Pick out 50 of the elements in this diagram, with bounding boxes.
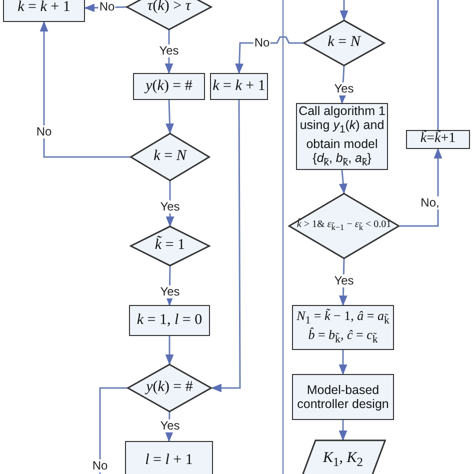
arrow (340, 0, 348, 22)
arrow (400, 148, 442, 227)
process-box (129, 305, 210, 336)
node-text: y(k) = # (146, 78, 192, 96)
node-text: k = 1, l = 0 (136, 312, 202, 330)
edge-label: Yes (159, 419, 181, 433)
arrow (166, 100, 174, 134)
node-text: Model-based controller design (296, 382, 390, 412)
connector-line (437, 0, 439, 130)
node-text: b̂ = b$_{k̃}$, ĉ = c$_{k̃}$ (308, 328, 378, 346)
process-box (292, 305, 394, 350)
edge-label: No, (420, 196, 440, 210)
arrow (338, 350, 348, 376)
process-box (3, 0, 85, 22)
arrow (165, 336, 174, 366)
node-text: k̃ > 1& ε$_{k̃−1}$ − ε$_{k̃}$ < 0.01 (296, 219, 392, 233)
arrow (339, 170, 348, 194)
edge-label: Yes (159, 200, 181, 214)
node-text: Call algorithm 1 using y$_{1}$(k) and obtain model {d$_{k̃}$, b$_{k̃}$, a$_{k̃}$} (298, 104, 386, 170)
node-text: k̃ = 1 (154, 237, 186, 255)
arrow (338, 420, 348, 442)
process-box (292, 374, 394, 420)
node-text: τ(k) > τ (147, 0, 191, 16)
arrow (210, 100, 241, 392)
process-box (210, 73, 268, 100)
arrow (235, 36, 303, 74)
arrow (166, 181, 174, 228)
edge-label: No (253, 36, 271, 50)
edge-label: Yes (333, 274, 355, 288)
edge-label: No (35, 125, 53, 139)
arrow (164, 30, 174, 74)
process-box (125, 441, 213, 474)
edge-label: No (91, 459, 109, 473)
process-box (133, 73, 205, 100)
node-text: k = N (154, 148, 186, 166)
edge-label: Yes (333, 82, 355, 96)
arrow (40, 20, 130, 158)
node-text: y(k) = # (146, 379, 193, 397)
edge-label: Yes (158, 44, 180, 58)
process-box (406, 130, 470, 149)
edge-label: No (98, 0, 116, 14)
node-text: l = l + 1 (145, 452, 193, 470)
node-text: N$_{1}$ = k̃ − 1, â = a$_{k̃}$ (296, 309, 390, 328)
node-text: k = k + 1 (18, 0, 70, 17)
node-text: k = k + 1 (212, 78, 266, 96)
node-text: k = N (328, 34, 360, 52)
node-text: K$_{1}$, K$_{2}$ (322, 450, 364, 470)
edge-label: Yes (159, 285, 181, 299)
connector-line (99, 387, 127, 474)
node-text: k̃=k̃+1 (420, 131, 456, 148)
